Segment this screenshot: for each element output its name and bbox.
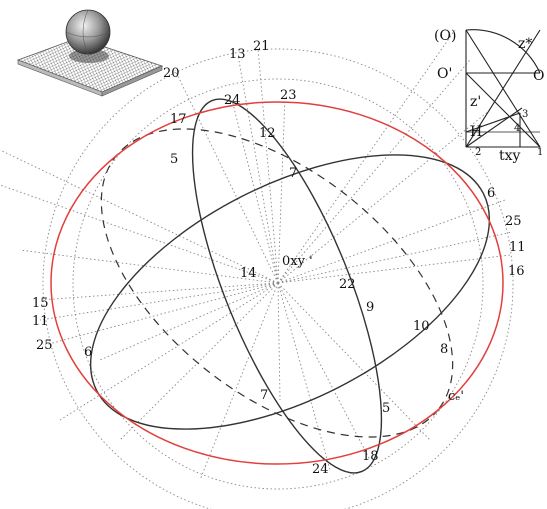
- dotted-circle-inner: [72, 78, 484, 490]
- dotted-ray: [277, 231, 513, 284]
- dotted-ray: [99, 282, 279, 361]
- dotted-ray: [44, 282, 279, 346]
- dotted-ray: [257, 47, 279, 284]
- dotted-ray: [0, 184, 279, 284]
- label-24-top: 24: [224, 93, 241, 108]
- label-20: 20: [163, 66, 180, 81]
- inset-label-O: O: [533, 68, 544, 84]
- dotted-ray: [39, 282, 279, 321]
- dotted-ray: [119, 282, 279, 441]
- dotted-ray: [277, 199, 506, 284]
- sphere-plate-thumbnail: [16, 9, 164, 97]
- dotted-construction-lines: [0, 29, 514, 509]
- dotted-ray: [277, 109, 491, 284]
- label-17: 17: [170, 112, 187, 127]
- solid-ellipse-narrow: [191, 98, 383, 474]
- label-12: 12: [259, 126, 276, 141]
- dotted-ray: [277, 254, 511, 284]
- inset-labels: (O) z* O' O z' H 2 3 4 1 txy: [434, 28, 544, 164]
- label-6-left: 6: [84, 345, 92, 360]
- label-21: 21: [253, 39, 270, 54]
- dotted-ray: [59, 282, 279, 421]
- label-5-bottom: 5: [382, 401, 390, 416]
- inset-label-z-star: z*: [518, 36, 532, 52]
- label-6-right: 6: [487, 186, 495, 201]
- label-10: 10: [413, 319, 430, 334]
- label-11-left: 11: [32, 314, 49, 329]
- label-center: 0xy ': [282, 254, 313, 269]
- dotted-ray: [277, 282, 281, 401]
- dotted-ray: [277, 282, 331, 471]
- point-labels: 20 13 21 24 23 17 12 5 7 6 25 11 16 14 0…: [32, 39, 526, 477]
- label-22: 22: [339, 277, 356, 292]
- dotted-ray: [277, 282, 371, 461]
- label-5-left: 5: [170, 152, 178, 167]
- dotted-circle-outer: [42, 48, 514, 509]
- inset-label-H: H: [470, 124, 482, 140]
- inset-label-1: 1: [537, 147, 543, 158]
- label-11-right: 11: [509, 240, 526, 255]
- solid-ellipse-wide: [89, 154, 491, 430]
- label-15: 15: [32, 296, 49, 311]
- label-9: 9: [366, 300, 374, 315]
- inset-label-4: 4: [514, 123, 520, 134]
- dotted-ray: [19, 249, 279, 284]
- inset-construction-diagram: [465, 29, 541, 148]
- red-outer-ellipse: [50, 101, 504, 465]
- inset-label-z-prime: z': [470, 94, 481, 110]
- dotted-ray: [199, 282, 279, 481]
- dotted-ray: [0, 149, 279, 284]
- inset-label-O-prime: O': [437, 66, 452, 82]
- dotted-ray: [237, 54, 279, 284]
- dotted-ray: [277, 282, 431, 441]
- label-25-right: 25: [505, 214, 522, 229]
- label-25-left: 25: [36, 338, 53, 353]
- label-23: 23: [280, 88, 297, 103]
- inset-label-txy: txy: [499, 148, 521, 164]
- label-ce: cₑ': [448, 389, 464, 404]
- label-24-bottom: 24: [312, 462, 329, 477]
- inset-label-3: 3: [522, 109, 528, 120]
- label-18: 18: [362, 449, 379, 464]
- dotted-ray: [174, 69, 279, 284]
- label-7-top: 7: [289, 166, 297, 181]
- dotted-ray: [39, 282, 279, 301]
- label-8: 8: [440, 342, 448, 357]
- dotted-ray: [277, 29, 456, 284]
- label-16: 16: [508, 264, 525, 279]
- inset-label-2: 2: [475, 147, 481, 158]
- label-7-bottom: 7: [260, 388, 268, 403]
- label-13: 13: [229, 47, 246, 62]
- dotted-ray: [277, 59, 471, 284]
- label-14: 14: [240, 266, 257, 281]
- inset-label-O-paren: (O): [434, 28, 456, 44]
- dotted-ray: [231, 99, 279, 284]
